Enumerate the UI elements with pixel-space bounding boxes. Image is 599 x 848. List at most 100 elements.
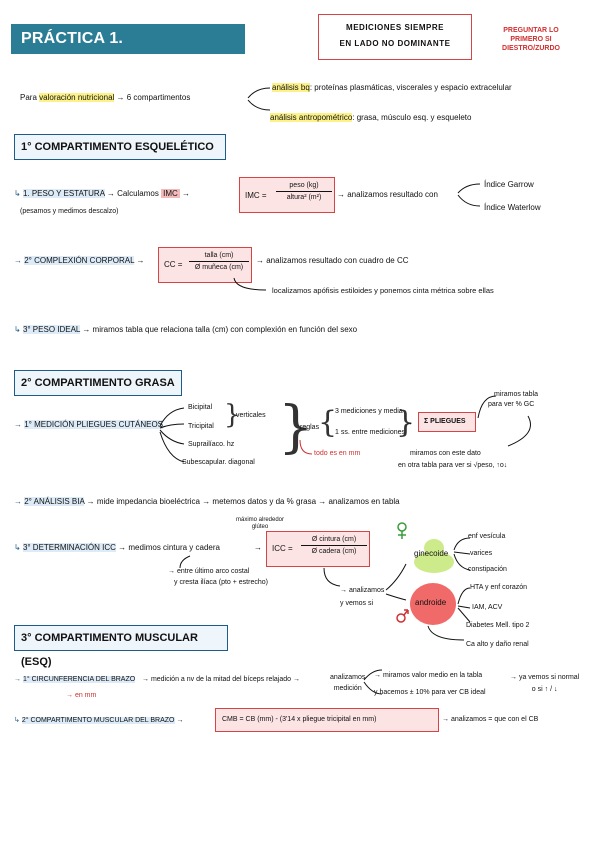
icc-sup-note: máximo alrededor glúteo [236, 517, 284, 531]
icc-sup-1: máximo alrededor [236, 517, 285, 523]
peso-ideal-row: ↳ 3° PESO IDEAL → miramos tabla que rela… [14, 325, 358, 334]
cmb-after: → analizamos = que con el CB [442, 716, 539, 723]
page-title: PRÁCTICA 1. ANTROPOMETRÍA [11, 24, 245, 77]
bia-text: → mide impedancia bioeléctrica → metemos… [86, 497, 400, 506]
cc-note: localizamos apófisis estiloides y ponemo… [272, 286, 494, 295]
miramos-tabla-note: miramos tabla para ver % GC [488, 390, 538, 410]
cc-formula-box: CC = talla (cm) Ø muñeca (cm) [158, 247, 252, 283]
peso-ideal-label: 3° PESO IDEAL [22, 325, 81, 334]
pliegue-bicipital: Bicipital [188, 404, 213, 411]
indice-garrow: Índice Garrow [484, 180, 534, 189]
intro-valoracion: valoración nutricional [39, 93, 115, 102]
analizamos-medicion: analizamos medición [330, 672, 365, 694]
icc-numerator: Ø cintura (cm) [301, 536, 367, 546]
ginecoide-arrows [453, 537, 471, 571]
body-type-arrows [385, 563, 407, 601]
icc-text: → medimos cintura y cadera [118, 543, 220, 552]
androide-arrows [457, 587, 471, 623]
icc-lhs: ICC = [272, 544, 293, 553]
cc-lhs: CC = [164, 260, 183, 269]
pliegues-row: → 1° MEDICIÓN PLIEGUES CUTÁNEOS [14, 420, 164, 429]
miramos-valor-note: → miramos valor medio en la tabla y hace… [374, 667, 486, 701]
icc-sup-2: glúteo [251, 524, 269, 530]
preguntar-note: PREGUNTAR LO PRIMERO SI DIESTRO/ZURDO [486, 26, 576, 53]
androide-label: androide [415, 598, 447, 607]
intro-antro-line: análisis antropométrico: grasa, músculo … [270, 113, 471, 122]
circ-branch-arrows [363, 669, 383, 695]
bia-label: 2° ANÁLISIS BIA [24, 497, 85, 506]
intro-bq-text: : proteínas plasmáticas, viscerales y es… [309, 83, 512, 92]
miramos-valor-2: y hacemos ± 10% para ver CB ideal [374, 689, 486, 696]
intro-analisis-antro: análisis antropométrico [270, 113, 353, 122]
imc-formula-box: IMC = peso (kg) altura² (m²) [239, 177, 335, 213]
icc-denominator: Ø cadera (cm) [311, 548, 357, 555]
vemos-normal-note: → ya vemos si normal o si ↑ / ↓ [510, 672, 579, 696]
sum-pliegues: Σ PLIEGUES [424, 418, 466, 425]
section-1-title: 1° COMPARTIMENTO ESQUELÉTICO [14, 134, 226, 160]
imc-highlight: IMC [161, 189, 180, 198]
pliegue-subescapular: Subescapular. diagonal [182, 459, 255, 466]
and-item-4: Ca alto y daño renal [466, 641, 529, 648]
reglas-brace: } [278, 395, 314, 460]
analizamos-1: → analizamos [340, 587, 385, 594]
miramos-con-arrow [507, 415, 531, 447]
circ-text: → medición a nv de la mitad del bíceps r… [142, 676, 300, 683]
miramos-tabla-2: para ver % GC [488, 401, 535, 408]
regla-2: 1 ss. entre mediciones [335, 429, 406, 436]
vemos-normal-2: o si ↑ / ↓ [531, 686, 558, 693]
mediciones-line-2: EN LADO NO DOMINANTE [339, 39, 451, 48]
analizamos-2: y vemos si [340, 600, 374, 607]
ginecoide-shape: ginecoide [410, 536, 458, 574]
todo-mm-note: todo es en mm [314, 450, 361, 457]
male-symbol-icon [396, 608, 410, 624]
peso-label: 1. PESO Y ESTATURA [22, 189, 105, 198]
preguntar-line-2: PRIMERO SI [510, 36, 552, 43]
circ-label: 1° CIRCUNFERENCIA DEL BRAZO [22, 676, 136, 683]
peso-row: ↳ 1. PESO Y ESTATURA → Calculamos IMC → [14, 189, 190, 198]
miramos-tabla-arrow [477, 395, 497, 419]
reglas-label: reglas [300, 424, 320, 431]
preguntar-line-1: PREGUNTAR LO [503, 27, 559, 34]
miramos-con-2: en otra tabla para ver si √peso, ↑o↓ [398, 462, 508, 469]
analizamos-arrow [323, 567, 341, 587]
vemos-normal-1: → ya vemos si normal [510, 674, 580, 681]
indices-arrows [457, 183, 481, 207]
cintura-note: → entre último arco costal y cresta ilía… [168, 566, 268, 588]
intro-analisis-bq: análisis bq [272, 83, 310, 92]
preguntar-line-3: DIESTRO/ZURDO [502, 45, 560, 52]
cmb-row: ↳ 2° COMPARTIMENTO MUSCULAR DEL BRAZO → [14, 717, 184, 724]
cmb-formula-box: CMB = CB (mm) - (3'14 x pliegue tricipit… [215, 708, 439, 732]
cintura-note-2: y cresta ilíaca (pto + estrecho) [174, 579, 268, 586]
circ-row: → 1° CIRCUNFERENCIA DEL BRAZO [14, 676, 136, 683]
reglas-close-brace: } [396, 405, 416, 440]
section-3-title: 3° COMPARTIMENTO MUSCULAR (ESQ) [14, 625, 228, 668]
imc-denominator: altura² (m²) [286, 194, 322, 201]
and-item-1: HTA y enf corazón [470, 584, 528, 591]
verticales-label: verticales [236, 412, 266, 419]
peso-arrow: → Calculamos [106, 189, 159, 198]
and-item-2: IAM, ACV [472, 604, 503, 611]
and-item-3: Diabetes Mell. tipo 2 [466, 622, 530, 629]
verticales-brace: } [224, 400, 241, 430]
peso-ideal-text: → miramos tabla que relaciona talla (cm)… [82, 325, 358, 334]
pliegues-label: 1° MEDICIÓN PLIEGUES CUTÁNEOS [24, 420, 164, 429]
pliegue-tricipital: Tricipital [188, 423, 214, 430]
cc-denominator: Ø muñeca (cm) [194, 264, 244, 271]
sum-arrow: → [405, 418, 413, 427]
cc-after: → analizamos resultado con cuadro de CC [256, 256, 409, 265]
analizamos-medicion-1: analizamos [330, 674, 366, 681]
intro-antro-text: : grasa, músculo esq. y esqueleto [352, 113, 472, 122]
and-item-4-arrow [427, 625, 465, 641]
icc-row: ↳ 3° DETERMINACIÓN ICC → medimos cintura… [14, 543, 220, 552]
female-symbol-icon [396, 522, 408, 540]
icc-formula-box: ICC = Ø cintura (cm) Ø cadera (cm) [266, 531, 370, 567]
reglas-inner-brace: { [318, 405, 338, 440]
cmb-formula: CMB = CB (mm) - (3'14 x pliegue tricipit… [222, 716, 377, 723]
miramos-con-note: miramos con este dato en otra tabla para… [398, 448, 507, 472]
cc-note-arrow [233, 277, 267, 291]
indice-waterlow: Índice Waterlow [484, 203, 541, 212]
en-mm-note: → en mm [66, 692, 97, 699]
miramos-con-1: miramos con este dato [410, 450, 481, 457]
imc-numerator: peso (kg) [276, 182, 332, 192]
cintura-note-1: → entre último arco costal [168, 568, 250, 575]
